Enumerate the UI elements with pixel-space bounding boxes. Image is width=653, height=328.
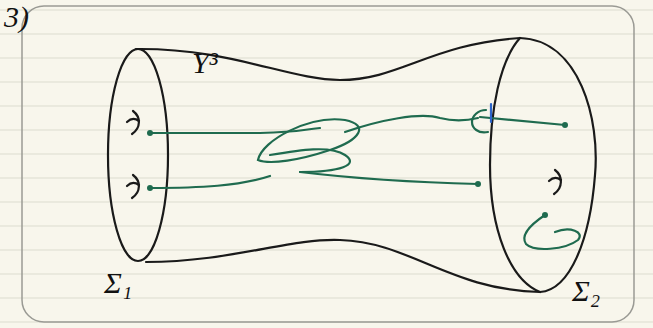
surface-name: Σ₂ xyxy=(572,276,600,306)
surface-name: Σ₁ xyxy=(104,268,132,298)
ruled-lines xyxy=(0,10,653,322)
tangle xyxy=(147,110,580,249)
item-number: 3) xyxy=(4,2,29,32)
manifold-outline xyxy=(108,38,596,292)
manifold-name: Y³ xyxy=(192,48,218,78)
frame xyxy=(22,6,634,322)
framing-mark xyxy=(490,104,492,122)
